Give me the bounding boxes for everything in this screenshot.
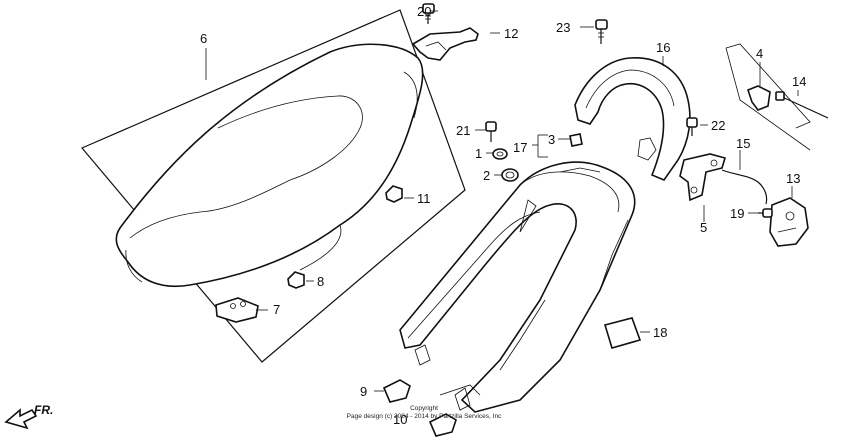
copyright-line-2: Page design (c) 2004 - 2014 by Partzilla… <box>347 413 502 420</box>
rear-cowl[interactable] <box>399 161 636 413</box>
callout-9: 9 <box>360 384 367 399</box>
callout-5: 5 <box>700 220 707 235</box>
direction-label: FR. <box>34 403 53 417</box>
callout-8: 8 <box>317 274 324 289</box>
seat-stopper-7[interactable] <box>215 297 259 323</box>
callout-18: 18 <box>653 325 667 340</box>
callout-12: 12 <box>504 26 518 41</box>
callout-15: 15 <box>736 136 750 151</box>
copyright-line-1: Copyright <box>410 405 438 412</box>
seat-frame <box>81 9 466 363</box>
collar-1[interactable] <box>492 148 508 160</box>
part-10[interactable] <box>428 413 457 437</box>
grommet-2[interactable] <box>501 168 519 182</box>
bolt-19[interactable] <box>758 208 773 218</box>
callout-11: 11 <box>417 191 431 206</box>
callout-14: 14 <box>792 74 806 89</box>
callout-6: 6 <box>200 31 207 46</box>
bolt-23[interactable] <box>595 19 608 44</box>
callout-23: 23 <box>556 20 570 35</box>
callout-3: 3 <box>548 132 555 147</box>
pin-14[interactable] <box>775 91 829 119</box>
callout-16: 16 <box>656 40 670 55</box>
label-plate-18[interactable] <box>603 317 642 349</box>
callout-17: 17 <box>513 140 527 155</box>
grab-rail-16[interactable] <box>574 57 691 181</box>
callout-13: 13 <box>786 171 800 186</box>
seat[interactable] <box>115 43 424 287</box>
copyright-watermark: Copyright Page design (c) 2004 - 2014 by… <box>347 405 502 420</box>
part-9[interactable] <box>382 379 411 403</box>
callout-4: 4 <box>756 46 763 61</box>
clip-3[interactable] <box>569 133 583 147</box>
detail-box <box>725 43 811 151</box>
cable-15[interactable] <box>721 169 768 205</box>
callout-2: 2 <box>483 168 490 183</box>
bolt-22[interactable] <box>686 117 698 136</box>
callout-7: 7 <box>273 302 280 317</box>
callout-labels: 6 20 12 23 16 4 14 21 22 3 17 15 1 2 13 … <box>200 4 806 427</box>
seat-hook-12[interactable] <box>411 27 479 61</box>
leader-lines <box>205 10 799 392</box>
holder-4[interactable] <box>747 85 771 111</box>
callout-22: 22 <box>711 118 725 133</box>
seat-damper-11[interactable] <box>385 185 403 203</box>
front-direction-arrow: FR. <box>4 403 53 430</box>
callout-1: 1 <box>475 146 482 161</box>
bolt-21[interactable] <box>485 121 497 142</box>
bracket-5[interactable] <box>679 153 727 202</box>
callout-21: 21 <box>456 123 470 138</box>
callout-20: 20 <box>417 4 431 19</box>
seat-damper-8[interactable] <box>287 271 305 289</box>
seat-lock-13[interactable] <box>769 197 809 247</box>
callout-10: 10 <box>393 412 407 427</box>
callout-19: 19 <box>730 206 744 221</box>
